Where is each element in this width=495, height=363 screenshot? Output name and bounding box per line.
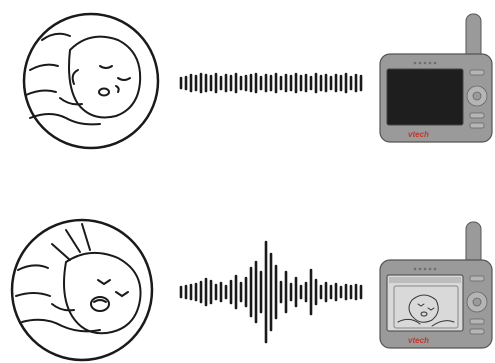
loud-sound-wave xyxy=(181,242,361,342)
row-crying: vtech xyxy=(12,220,492,360)
row-quiet: vtech xyxy=(24,14,492,148)
crying-baby-icon xyxy=(12,220,152,360)
monitor-screen-off xyxy=(387,69,463,125)
monitor-screen-on xyxy=(387,275,463,331)
sleeping-baby-icon xyxy=(24,14,158,148)
vtech-logo: vtech xyxy=(408,336,429,345)
vtech-logo: vtech xyxy=(408,130,429,139)
parent-unit-screen-off: vtech xyxy=(380,14,492,142)
quiet-sound-wave xyxy=(181,74,361,92)
parent-unit-screen-on: vtech xyxy=(380,222,492,348)
